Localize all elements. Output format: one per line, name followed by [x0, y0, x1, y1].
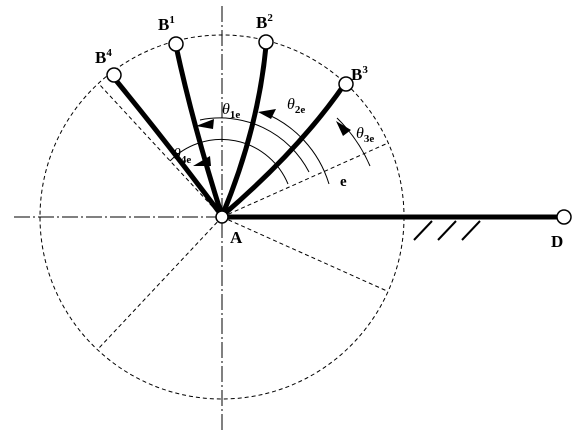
label-theta-2e-sub: 2e	[295, 104, 306, 116]
link-A-B1	[173, 43, 225, 219]
label-theta-4e: θ4e	[173, 146, 191, 166]
label-theta-3e-sub: 3e	[364, 133, 375, 145]
label-e: e	[340, 174, 347, 190]
arrow-theta-1e	[196, 119, 214, 129]
link-A-B4	[111, 75, 225, 219]
label-theta-3e-sym: θ	[356, 125, 364, 142]
label-B2-sup: 2	[267, 12, 273, 24]
label-theta-1e: θ1e	[222, 101, 240, 121]
ground-hatch-3	[461, 220, 481, 241]
label-B2: B2	[256, 12, 273, 32]
arc-theta-4e	[169, 138, 289, 185]
label-B4-sup: 4	[106, 47, 112, 59]
label-B3: B3	[351, 64, 368, 84]
arc-theta-2e	[261, 111, 330, 185]
joint-A	[215, 210, 229, 224]
label-B1-base: B	[158, 15, 169, 34]
boundary-line-lower-right	[221, 216, 388, 292]
label-B3-base: B	[351, 65, 362, 84]
label-B4: B4	[95, 47, 112, 67]
label-B2-base: B	[256, 13, 267, 32]
label-theta-2e-sym: θ	[287, 96, 295, 113]
joint-B4	[106, 67, 122, 83]
label-B1-sup: 1	[169, 14, 175, 26]
ground-hatch-2	[437, 220, 457, 241]
boundary-line-e	[221, 142, 389, 218]
boundary-line-upper-left	[98, 83, 223, 218]
label-theta-4e-sub: 4e	[181, 154, 192, 166]
joint-B1	[168, 36, 184, 52]
arc-theta-3e-b	[336, 117, 371, 167]
label-B1: B1	[158, 14, 175, 34]
boundary-line-lower-left	[98, 216, 223, 349]
joint-D	[556, 209, 572, 225]
label-theta-2e: θ2e	[287, 96, 305, 116]
ground-hatch-1	[413, 220, 433, 241]
label-B3-sup: 3	[362, 64, 368, 76]
link-A-B2	[219, 43, 269, 219]
label-theta-3e: θ3e	[356, 125, 374, 145]
joint-B3	[338, 76, 354, 92]
label-A: A	[230, 228, 243, 247]
link-A-B3	[219, 82, 347, 219]
label-B4-base: B	[95, 48, 106, 67]
arrow-theta-2e	[258, 109, 276, 119]
arrow-theta-3e	[336, 121, 351, 136]
label-D: D	[551, 232, 563, 251]
label-theta-1e-sub: 1e	[230, 109, 241, 121]
joint-B2	[258, 34, 274, 50]
label-theta-1e-sym: θ	[222, 101, 230, 118]
arc-theta-1e	[199, 117, 310, 173]
label-theta-4e-sym: θ	[173, 146, 181, 163]
